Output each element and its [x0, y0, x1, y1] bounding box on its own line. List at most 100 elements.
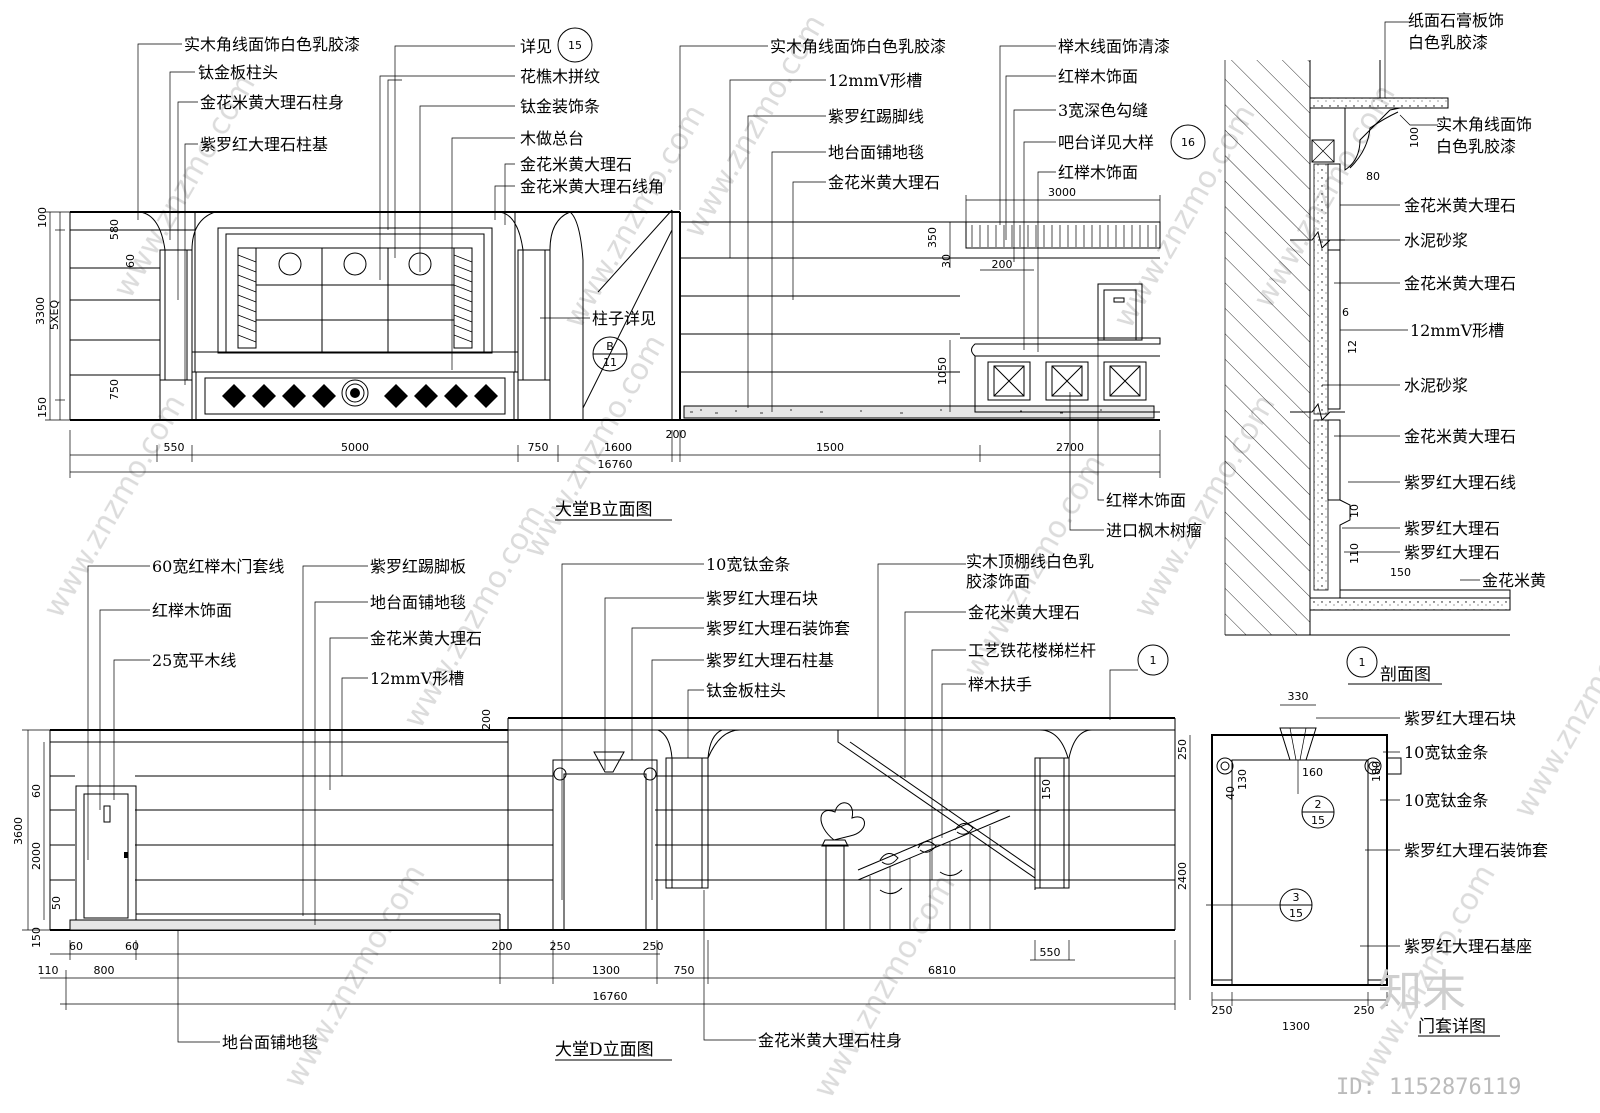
counter-base — [195, 371, 515, 421]
label: 钛金装饰条 — [520, 97, 600, 116]
svg-text:1300: 1300 — [1282, 1020, 1310, 1033]
svg-text:350: 350 — [926, 227, 939, 248]
svg-text:16: 16 — [1181, 136, 1195, 149]
svg-text:3300: 3300 — [34, 297, 47, 325]
bar-panel — [1045, 361, 1089, 401]
drawing-title: 剖面图 — [1380, 665, 1431, 685]
leaders-section — [1318, 21, 1480, 581]
label: 10宽钛金条 — [1404, 743, 1488, 762]
ceiling-board — [1309, 97, 1449, 109]
detail-ref-16 — [1170, 124, 1206, 160]
label: 金花米黄大理石柱身 — [758, 1031, 902, 1050]
svg-text:6810: 6810 — [928, 964, 956, 977]
svg-text:5000: 5000 — [341, 441, 369, 454]
stair-railing — [869, 823, 991, 930]
label: 12mmV形槽 — [1410, 321, 1504, 340]
floor-slab — [1309, 597, 1511, 611]
section-1: 纸面石膏板饰白色乳胶漆 实木角线面饰白色乳胶漆 金花米黄大理石 水泥砂浆 金花米… — [1224, 11, 1546, 685]
drawing-title: 门套详图 — [1418, 1017, 1486, 1037]
label: 10宽钛金条 — [1404, 791, 1488, 810]
svg-text:750: 750 — [528, 441, 549, 454]
watermark-text: www.znzmo.com — [807, 869, 963, 1104]
svg-text:150: 150 — [36, 397, 49, 418]
dims-bar: 3000 350 30 200 1050 — [926, 186, 1161, 412]
svg-text:160: 160 — [1302, 766, 1323, 779]
pilaster-left — [159, 249, 193, 421]
svg-text:2000: 2000 — [30, 842, 43, 870]
dims-d-vertical: 3600 200 60 2000 50 150 150 — [12, 709, 1053, 948]
section-ref-1 — [1137, 644, 1169, 676]
label: 金花米黄大理石线角 — [520, 177, 664, 196]
elevation-b: 实木角线面饰白色乳胶漆 钛金板柱头 金花米黄大理石柱身 紫罗红大理石柱基 详见 … — [34, 27, 1206, 540]
brand-logo: 知末 — [1378, 966, 1466, 1017]
leaders-b-right — [679, 45, 1104, 531]
label: 红榉木饰面 — [152, 601, 232, 620]
svg-text:550: 550 — [1040, 946, 1061, 959]
twisted-column-left — [237, 247, 257, 349]
svg-text:150: 150 — [30, 927, 43, 948]
svg-text:1500: 1500 — [816, 441, 844, 454]
label: 花樵木拼纹 — [520, 67, 600, 86]
label: 紫罗红踢脚板 — [370, 557, 466, 576]
svg-text:2700: 2700 — [1056, 441, 1084, 454]
label: 紫罗红大理石块 — [706, 589, 818, 608]
label: 10宽钛金条 — [706, 555, 790, 574]
svg-text:100: 100 — [36, 207, 49, 228]
svg-text:11: 11 — [603, 356, 617, 369]
svg-text:15: 15 — [1289, 907, 1303, 920]
svg-text:6: 6 — [1342, 306, 1349, 319]
section-ref-circle — [1346, 646, 1378, 678]
svg-text:250: 250 — [643, 940, 664, 953]
label: 紫罗红大理石块 — [1404, 709, 1516, 728]
label: 红榉木饰面 — [1058, 163, 1138, 182]
marble-layer — [1327, 163, 1341, 410]
label: 吧台详见大样 — [1058, 133, 1154, 152]
label: 紫罗红大理石基座 — [1404, 937, 1532, 956]
bar-fascia — [965, 221, 1161, 249]
pilaster — [1034, 757, 1070, 889]
crown-molding — [1344, 107, 1401, 171]
svg-text:40: 40 — [1224, 786, 1237, 800]
svg-text:110: 110 — [1348, 543, 1361, 564]
drawing-title: 大堂D立面图 — [555, 1040, 654, 1060]
label: 水泥砂浆 — [1404, 376, 1468, 395]
svg-text:60: 60 — [125, 940, 139, 953]
watermark-text: www.znzmo.com — [277, 859, 433, 1094]
watermark-text: www.znzmo.com — [37, 389, 193, 624]
label: 红榉木饰面 — [1106, 491, 1186, 510]
svg-text:10: 10 — [1348, 504, 1361, 518]
svg-text:3600: 3600 — [12, 817, 25, 845]
svg-text:150: 150 — [1390, 566, 1411, 579]
label: 进口枫木树瘤 — [1106, 521, 1202, 540]
svg-text:1300: 1300 — [592, 964, 620, 977]
svg-text:1: 1 — [1150, 654, 1157, 667]
label: 金花米黄 — [1482, 571, 1546, 590]
label: 紫罗红踢脚线 — [828, 107, 924, 126]
elevation-d: 60宽红榉木门套线 红榉木饰面 25宽平木线 紫罗红踢脚板 地台面铺地毯 金花米… — [12, 552, 1176, 1061]
svg-text:200: 200 — [666, 428, 687, 441]
svg-text:250: 250 — [1354, 1004, 1375, 1017]
svg-text:1: 1 — [1359, 656, 1366, 669]
label: 榉木扶手 — [968, 675, 1032, 694]
leaders-b-left — [137, 43, 590, 385]
twisted-column-right — [453, 247, 473, 349]
label: 地台面铺地毯 — [222, 1033, 318, 1052]
pilaster-right — [517, 249, 551, 421]
svg-text:30: 30 — [940, 254, 953, 268]
bar-panel — [1103, 361, 1147, 401]
center-medallion — [341, 379, 369, 407]
svg-text:110: 110 — [38, 964, 59, 977]
svg-text:5XEQ: 5XEQ — [48, 300, 61, 330]
svg-text:50: 50 — [50, 896, 63, 910]
svg-text:200: 200 — [992, 258, 1013, 271]
label: 12mmV形槽 — [370, 669, 464, 688]
svg-text:60: 60 — [69, 940, 83, 953]
label: 3宽深色勾缝 — [1058, 101, 1148, 120]
detail-ref-15 — [557, 27, 593, 63]
svg-text:750: 750 — [108, 379, 121, 400]
label-multiline: 实木顶棚线白色乳胶漆饰面 — [966, 552, 1094, 591]
svg-text:250: 250 — [1212, 1004, 1233, 1017]
svg-text:15: 15 — [1311, 814, 1325, 827]
portal-frame — [552, 759, 658, 931]
